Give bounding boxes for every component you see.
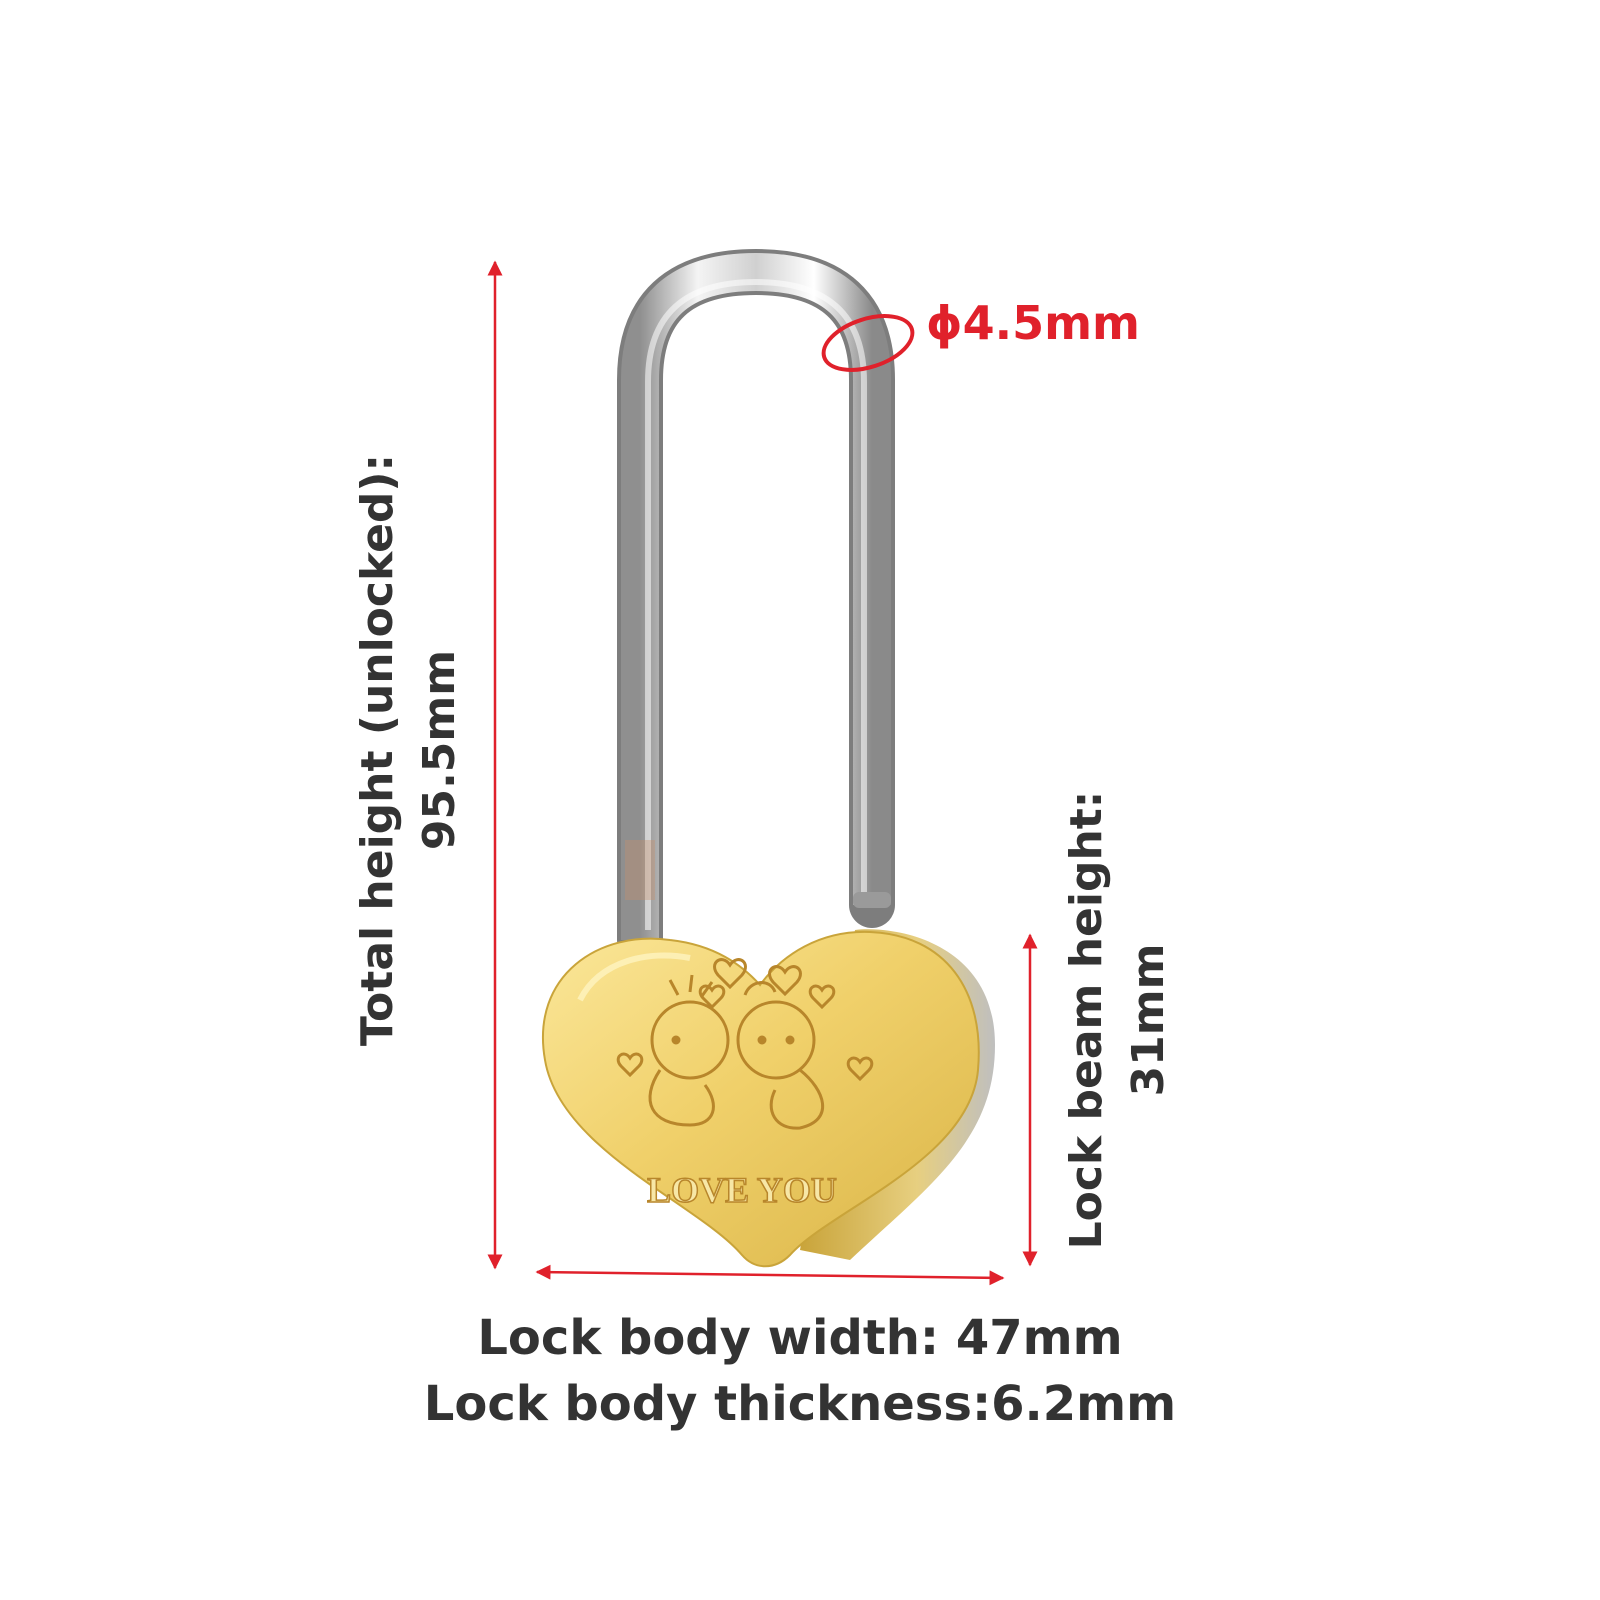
- total-height-caption: Total height (unlocked):: [352, 453, 403, 1047]
- shackle: [617, 248, 895, 963]
- body-thickness-label: Lock body thickness:6.2mm: [423, 1376, 1177, 1432]
- shackle-diameter-label: ϕ4.5mm: [926, 296, 1140, 350]
- total-height-label: Total height (unlocked): 95.5mm: [347, 454, 471, 1046]
- engraving-illustration: [616, 958, 874, 1130]
- lock-body: [542, 929, 995, 1268]
- bottom-dimension-labels: Lock body width: 47mm Lock body thicknes…: [300, 1305, 1300, 1437]
- diameter-ring-icon: [821, 314, 915, 372]
- beam-height-value: 31mm: [1123, 943, 1174, 1097]
- body-width-arrow: [535, 1264, 1005, 1286]
- beam-height-label: Lock beam height: 31mm: [1056, 791, 1180, 1250]
- beam-height-caption: Lock beam height:: [1061, 790, 1112, 1250]
- body-width-label: Lock body width: 47mm: [477, 1310, 1123, 1366]
- engraving-text: LOVE YOU: [647, 1170, 837, 1210]
- total-height-value: 95.5mm: [414, 649, 465, 851]
